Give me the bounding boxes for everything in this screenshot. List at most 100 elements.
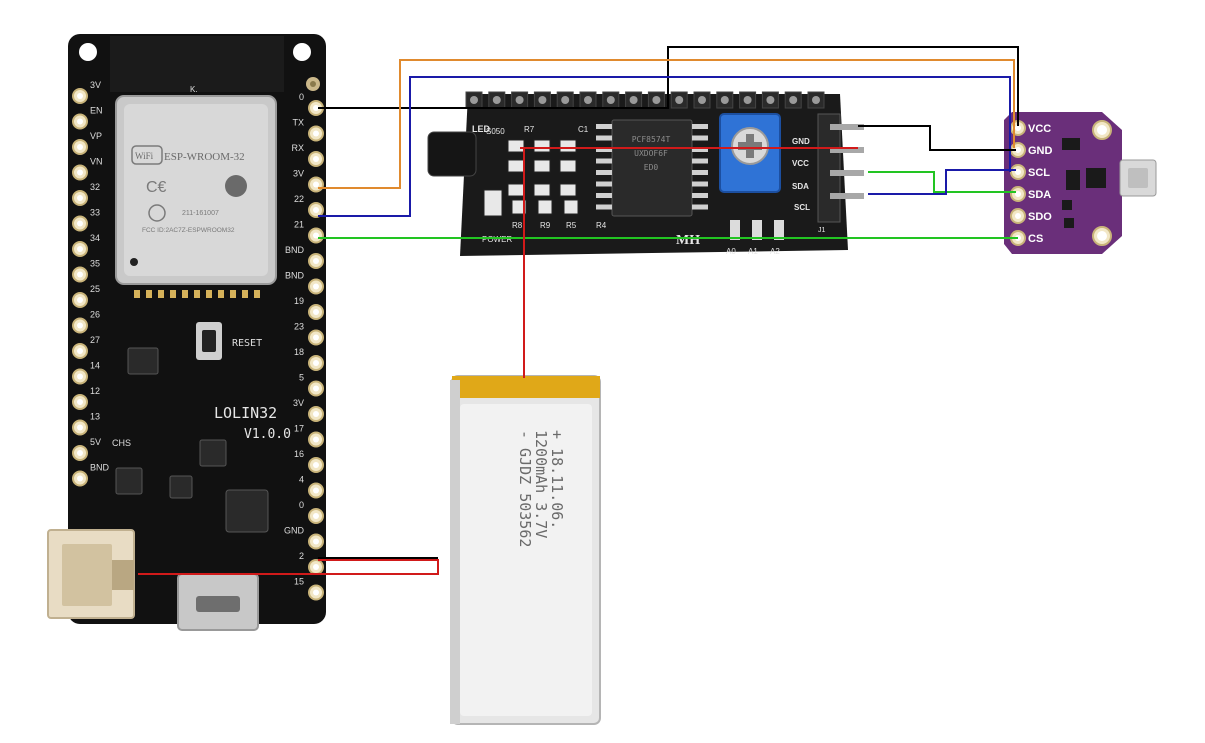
esp-right-pin-hole [313,564,319,570]
esp-right-pin-label: 22 [294,194,304,204]
lcd-header-pin [561,96,570,104]
esp-right-pin-hole [313,156,319,162]
esp-left-pin-hole [77,399,83,405]
esp-left-pin-hole [77,297,83,303]
battery-line-1: - GJDZ 503562 [516,430,534,547]
esp-left-pin-hole [77,322,83,329]
esp-right-pin-hole [313,130,319,137]
chip-text-3: ED0 [644,163,659,172]
wire-orange-vcc [318,59,1015,189]
esp-left-pin-label: 26 [90,310,100,320]
esp-right-pin-hole [313,411,319,417]
esp-right-pin-label: 0 [299,92,304,102]
esp-right-pin-label: 16 [294,449,304,459]
lcd-header-pin [606,96,615,104]
sensor-pin-label: SDA [1028,189,1051,201]
sensor-pin-hole [1015,213,1021,219]
esp-right-pin-label: 15 [294,577,304,587]
chip-leg [692,204,708,210]
sensor-pin-hole [1015,191,1021,197]
esp-right-pin-hole [313,360,319,366]
smd-components [115,347,269,533]
reset-label: RESET [232,338,262,349]
wire-blue-scl [318,76,1011,217]
sensor-components [1062,138,1106,228]
lcd-pin-gnd: GND [792,137,810,146]
chip-leg [596,170,612,175]
lcd-header-pin [675,96,684,104]
wire-green-lcd-sda [868,171,1016,193]
lcd-pin-vcc: VCC [792,159,809,168]
wire-red-jst [138,559,439,575]
lcd-silk-label: S050 [486,127,505,136]
esp-left-pin-label: 5V [90,437,101,447]
lcd-header-pin [492,96,501,104]
esp-right-pin-hole [313,207,319,213]
esp-left-pin-hole [77,93,83,99]
led-label: LED [472,124,491,134]
ce-mark-icon: C€ [146,179,167,196]
esp-right-pin-hole [313,334,319,341]
esp-right-pin-hole [313,181,319,188]
esp-left-pin-label: EN [90,106,103,116]
esp-right-pin-label: 5 [299,373,304,383]
esp-right-pin-label: BND [285,245,305,255]
esp-right-pin-hole [313,462,319,468]
module-pads [134,290,260,298]
lcd-header-pin [812,96,820,104]
jumper-a2: A2 [770,247,780,256]
chip-text-1: PCF8574T [632,135,671,144]
lcd-header-pin [584,96,592,104]
lcd-header-pin [470,96,478,104]
wire-black-lcd-gnd [858,125,1016,151]
module-mark: K. [190,85,198,94]
lcd-header-pin [789,96,798,104]
esp-right-pin-hole [313,589,319,596]
esp-left-pin-hole [77,373,83,380]
wire-blue-lcd-scl [868,169,1016,195]
lcd-silk-label: R5 [566,221,577,230]
j1-label: J1 [818,227,826,234]
chip-leg [692,135,708,141]
chip-leg [596,193,612,198]
esp-right-pin-label: 18 [294,347,304,357]
esp-left-pin-hole [77,118,83,125]
chs-label: CHS [112,438,131,448]
lcd-passives [483,139,579,217]
esp-right-pin-label: 3V [293,169,304,179]
lcd-header-pin [766,96,775,104]
lcd-side-pins [830,124,864,199]
esp-right-pin-hole [313,309,319,315]
esp-left-pin-label: 34 [90,233,100,243]
address-jumpers [730,220,784,240]
chip-leg [596,124,612,129]
wifi-logo-icon [131,145,163,165]
esp-right-pin-hole [313,283,319,290]
lcd-header-pins [465,91,825,109]
sensor-pin-label: SCL [1028,167,1050,179]
esp-left-pin-hole [77,220,83,227]
esp-right-pin-hole [313,513,319,519]
sensor-pin-hole [1015,147,1021,153]
esp-right-pin-label: GND [284,526,305,536]
chip-text-2: UXDOF6F [634,149,668,158]
sensor-pin-hole [1015,125,1021,131]
esp-left-pin-label: 27 [90,335,100,345]
contrast-potentiometer[interactable] [719,113,781,193]
esp-right-pin-label: TX [292,118,304,128]
esp-left-pin-label: VN [90,157,103,167]
esp-right-pin-label: 23 [294,322,304,332]
lcd-pin-sda: SDA [792,182,809,191]
backlight-jumper[interactable] [427,131,477,177]
chip-leg [692,158,708,164]
lipo-battery: - GJDZ 503562 1200mAh 3.7V + 18.11.06. [450,375,601,725]
lcd-header-pin [538,96,547,104]
chip-leg [596,147,612,152]
lcd-silk-label: C1 [578,125,589,134]
esp-right-pin-label: 4 [299,475,304,485]
esp-left-pin-hole [77,450,83,456]
